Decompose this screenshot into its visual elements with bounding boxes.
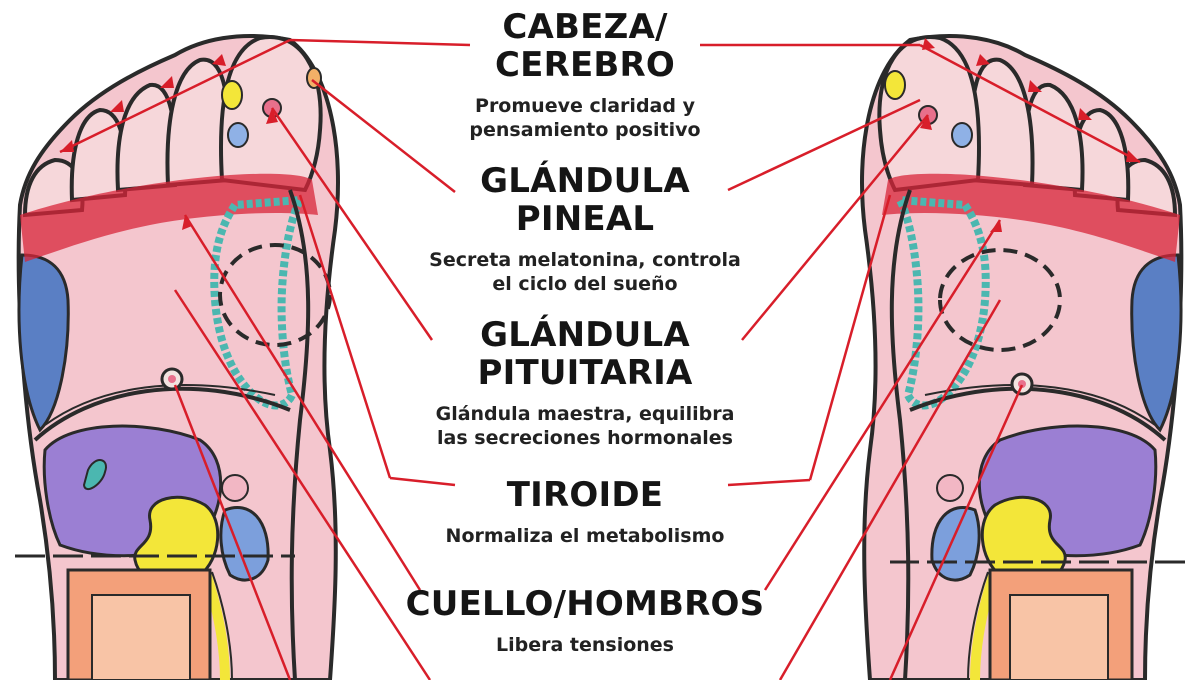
- description-line: Normaliza el metabolismo: [445, 525, 725, 547]
- pointer-thyroid-left-2: [298, 194, 392, 479]
- labels-column: CABEZA/ CEREBRO Promueve claridad y pens…: [400, 0, 770, 680]
- label-glandula-pituitaria: GLÁNDULA PITUITARIA Glándula maestra, eq…: [400, 316, 770, 450]
- right-teal-zone: [893, 195, 990, 410]
- pointer-neck-right: [763, 219, 1002, 591]
- pointer-lower-left-1: [173, 384, 292, 680]
- title-line: CUELLO/HOMBROS: [405, 584, 765, 624]
- pointer-lower-right-1: [888, 384, 1024, 680]
- pointer-pituitary-right: [741, 114, 929, 341]
- left-ureter-outline: [211, 571, 233, 680]
- left-blue-zone: [17, 253, 70, 433]
- description-line: Glándula maestra, equilibra: [435, 403, 735, 425]
- pointer-arrowheads: [60, 38, 1140, 232]
- label-description: Libera tensiones: [400, 633, 770, 657]
- description-line: pensamiento positivo: [469, 119, 701, 141]
- label-description: Promueve claridad y pensamiento positivo: [400, 94, 770, 142]
- title-line: CABEZA/: [502, 7, 668, 47]
- label-cuello-hombros: CUELLO/HOMBROS Libera tensiones: [400, 585, 770, 657]
- right-toe-yellow-dot: [884, 70, 906, 100]
- right-toe-blue-dot: [951, 122, 973, 148]
- label-title: TIROIDE: [400, 476, 770, 514]
- label-glandula-pineal: GLÁNDULA PINEAL Secreta melatonina, cont…: [400, 162, 770, 296]
- pointer-pineal-right: [727, 98, 921, 192]
- title-line: CEREBRO: [495, 45, 675, 85]
- arrowhead-left-1: [60, 140, 74, 152]
- description-line: Promueve claridad y: [475, 95, 695, 117]
- right-solar-plexus-inner: [1018, 380, 1026, 388]
- title-line: GLÁNDULA: [480, 315, 690, 355]
- arrowhead-pituitary-right: [920, 115, 932, 130]
- label-description: Secreta melatonina, controla el ciclo de…: [400, 248, 770, 296]
- label-description: Glándula maestra, equilibra las secrecio…: [400, 402, 770, 450]
- left-solar-plexus-inner: [168, 375, 176, 383]
- right-dashed-oval: [938, 248, 1062, 352]
- description-line: Libera tensiones: [495, 634, 674, 656]
- arrowhead-pituitary-left: [266, 108, 278, 124]
- left-intestine-inner: [91, 594, 191, 680]
- arrowhead-right-2: [1078, 108, 1092, 120]
- right-diaphragm: [909, 386, 1167, 442]
- left-dashed-oval: [218, 243, 332, 347]
- right-red-band: [882, 173, 1180, 262]
- pointer-neck-left: [183, 214, 422, 591]
- arrowhead-right-4: [976, 54, 990, 66]
- left-inner-edge: [288, 189, 311, 680]
- right-foot: [860, 34, 1185, 680]
- left-toe-yellow-dot: [221, 80, 243, 110]
- label-title: GLÁNDULA PINEAL: [400, 162, 770, 238]
- title-line: PITUITARIA: [477, 353, 693, 393]
- pointer-head-left-1: [289, 38, 471, 47]
- arrowhead-neck-right: [990, 220, 1002, 232]
- pointer-head-right-2: [919, 43, 1141, 164]
- pointer-thyroid-right: [727, 478, 811, 487]
- title-line: GLÁNDULA: [480, 161, 690, 201]
- arrowhead-neck-left: [182, 215, 192, 230]
- left-red-band: [20, 173, 318, 262]
- arrowhead-left-2: [110, 100, 124, 112]
- label-tiroide: TIROIDE Normaliza el metabolismo: [400, 476, 770, 548]
- title-line: TIROIDE: [506, 475, 664, 515]
- pointer-thyroid-left: [389, 476, 456, 487]
- label-cabeza-cerebro: CABEZA/ CEREBRO Promueve claridad y pens…: [400, 8, 770, 142]
- description-line: Secreta melatonina, controla: [429, 249, 741, 271]
- description-line: las secreciones hormonales: [437, 427, 733, 449]
- left-adrenal-pink: [221, 474, 249, 502]
- left-teal-spot: [82, 459, 107, 491]
- arrowhead-left-4: [212, 54, 226, 66]
- pointer-thyroid-right-2: [808, 194, 892, 481]
- arrowhead-right-5: [922, 38, 935, 50]
- description-line: el ciclo del sueño: [492, 273, 678, 295]
- pointer-head-left-2: [59, 38, 291, 154]
- pointer-lower-left-2: [173, 289, 432, 680]
- left-diaphragm: [33, 386, 291, 442]
- pointer-pineal-left: [311, 79, 456, 193]
- right-inner-edge: [889, 189, 912, 680]
- left-blue-lower: [219, 506, 270, 582]
- label-description: Normaliza el metabolismo: [400, 524, 770, 548]
- title-line: PINEAL: [515, 199, 655, 239]
- pointer-lines: [59, 38, 1141, 680]
- right-intestine-inner: [1009, 594, 1109, 680]
- pointer-pituitary-left: [270, 107, 434, 341]
- left-teal-zone: [210, 195, 307, 410]
- right-ureter-outline: [967, 571, 989, 680]
- arrowhead-left-3: [160, 76, 174, 88]
- label-title: CABEZA/ CEREBRO: [400, 8, 770, 84]
- right-diaphragm-2: [924, 384, 1156, 426]
- right-blue-zone: [1130, 253, 1183, 433]
- arrowhead-right-1: [1126, 150, 1140, 162]
- right-adrenal-pink: [936, 474, 964, 502]
- label-title: CUELLO/HOMBROS: [400, 585, 770, 623]
- label-title: GLÁNDULA PITUITARIA: [400, 316, 770, 392]
- left-toe-blue-dot: [227, 122, 249, 148]
- arrowhead-right-3: [1028, 80, 1042, 92]
- pointer-lower-right-2: [778, 299, 1002, 680]
